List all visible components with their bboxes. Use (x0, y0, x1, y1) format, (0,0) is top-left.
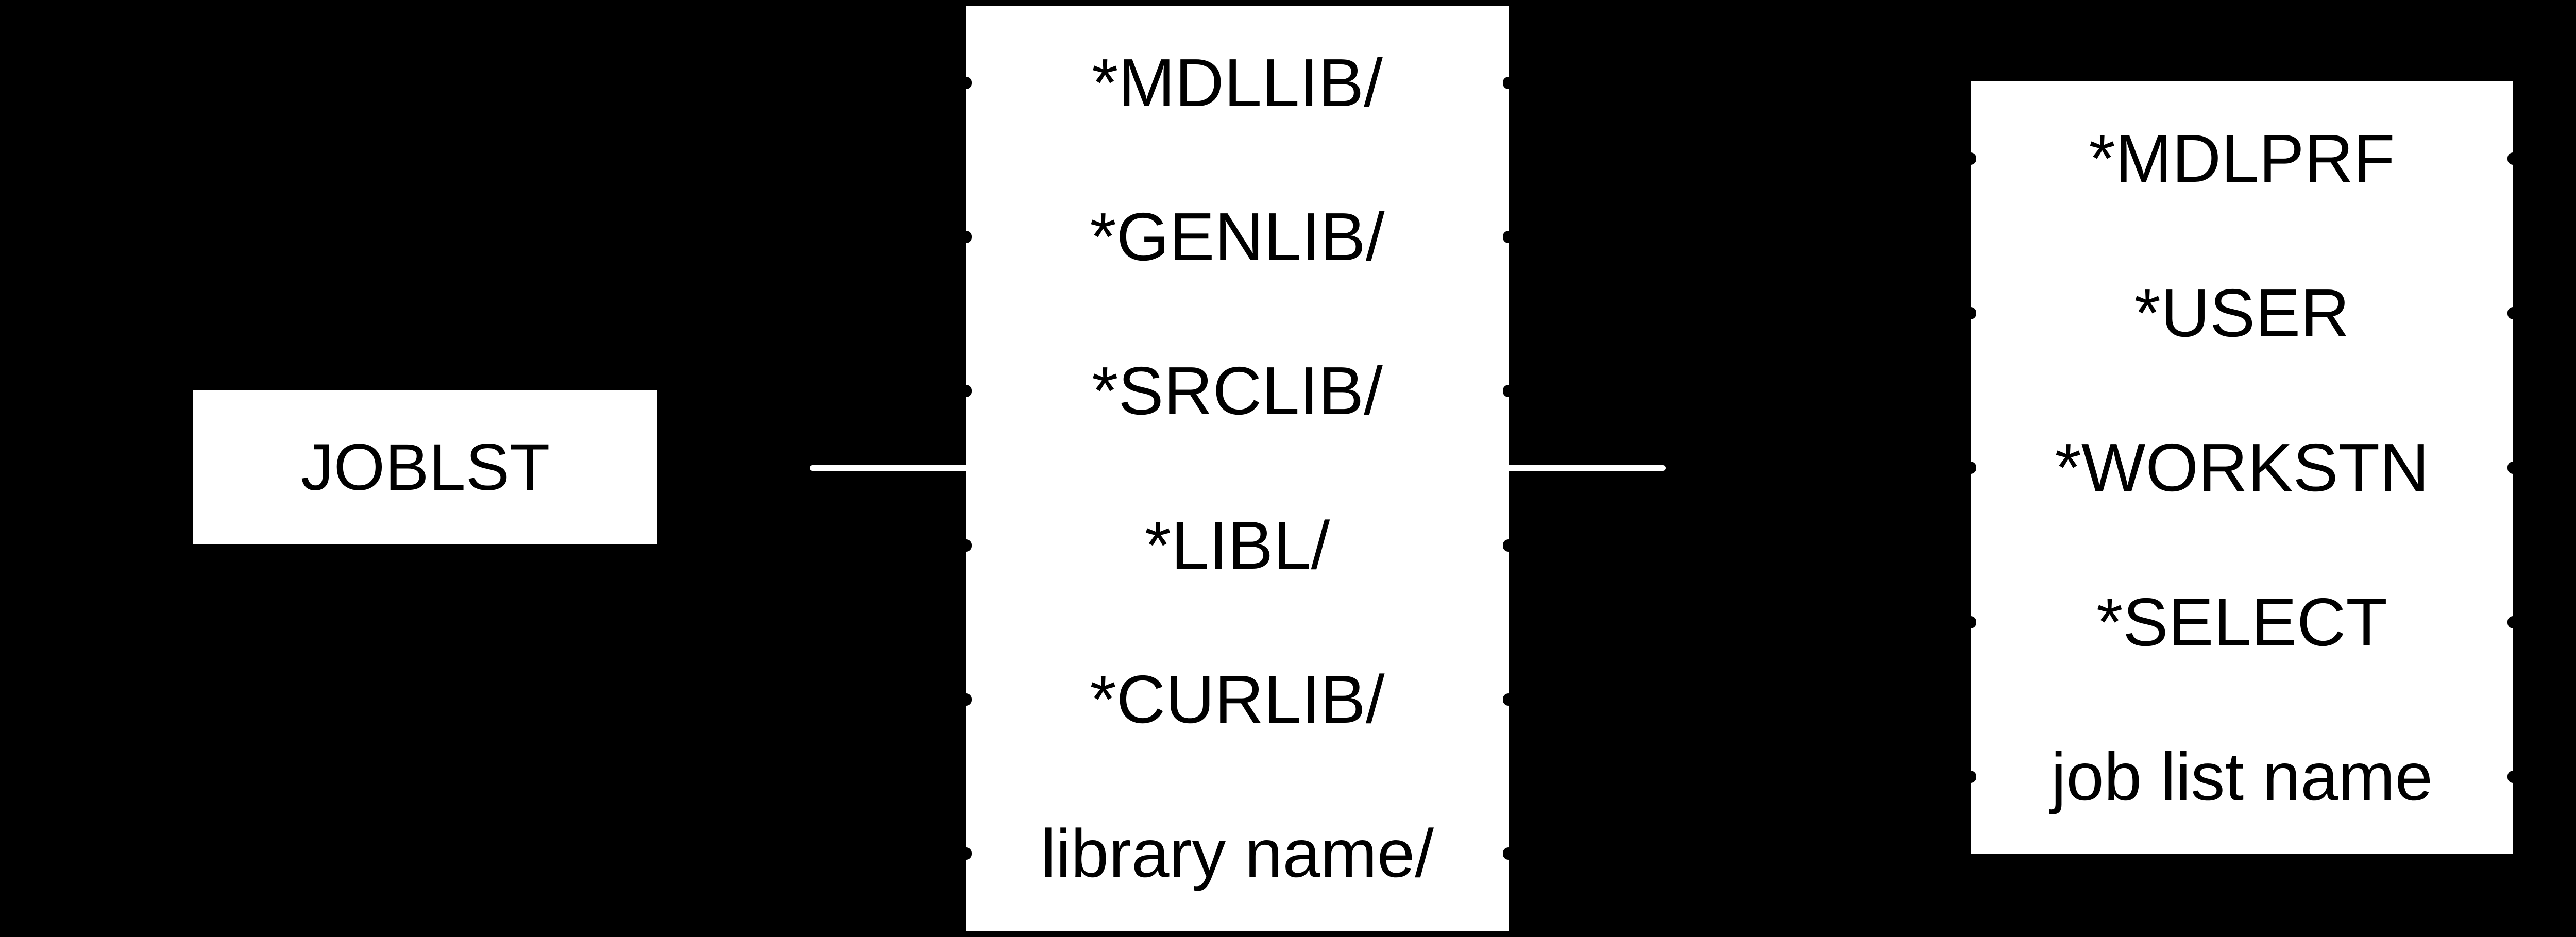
option-row-mdlprf: *MDLPRF (1971, 81, 2513, 236)
value-options-box: *MDLPRF *USER *WORKSTN *SELECT job list … (1971, 81, 2513, 854)
library-qualifier-options-box: *MDLLIB/ *GENLIB/ *SRCLIB/ *LIBL/ *CURLI… (966, 6, 1509, 931)
option-row-mdllib: *MDLLIB/ (966, 6, 1509, 160)
option-row-curlib: *CURLIB/ (966, 622, 1509, 776)
connector-line-left (810, 465, 968, 471)
option-row-srclib: *SRCLIB/ (966, 314, 1509, 468)
command-box-joblst: JOBLST (193, 390, 657, 544)
option-row-user: *USER (1971, 236, 2513, 390)
option-row-job-list-name: job list name (1971, 700, 2513, 854)
option-row-libl: *LIBL/ (966, 468, 1509, 622)
option-row-library-name: library name/ (966, 777, 1509, 931)
connector-line-right (1508, 465, 1666, 471)
option-row-workstn: *WORKSTN (1971, 390, 2513, 545)
command-label: JOBLST (300, 430, 550, 504)
option-row-genlib: *GENLIB/ (966, 160, 1509, 314)
option-row-select: *SELECT (1971, 545, 2513, 700)
